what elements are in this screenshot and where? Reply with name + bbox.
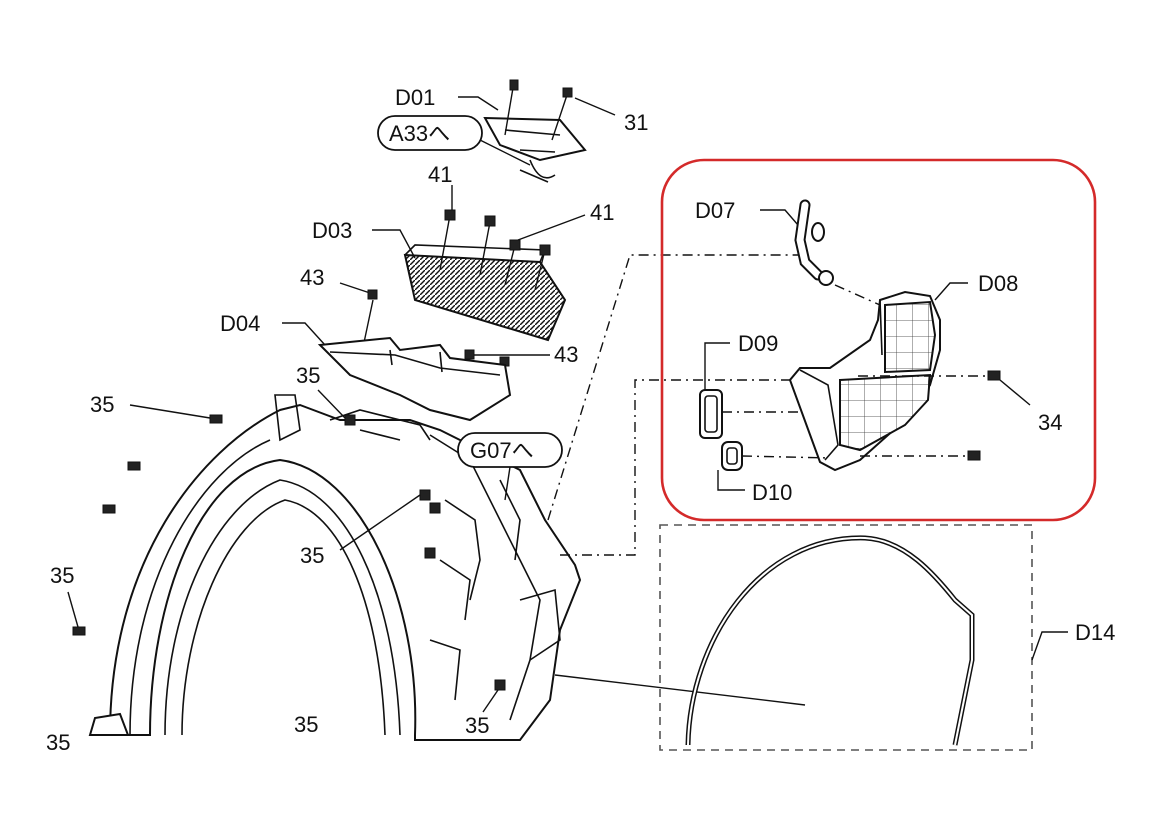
label-35a: 35	[90, 392, 114, 417]
leader-35c	[67, 591, 79, 628]
leader-d03	[372, 229, 416, 259]
leader-d10	[717, 470, 745, 491]
label-d07: D07	[695, 198, 735, 223]
label-31: 31	[624, 110, 648, 135]
part-tub-front	[88, 394, 582, 741]
leader-d01	[458, 96, 499, 111]
bottom-margin	[0, 752, 1151, 829]
leader-34	[999, 379, 1031, 406]
highlight-box	[660, 158, 1097, 522]
part-d04	[317, 336, 512, 422]
label-d10: D10	[752, 480, 792, 505]
label-d03: D03	[312, 218, 352, 243]
label-35f: 35	[465, 713, 489, 738]
part-d14	[659, 524, 1033, 751]
part-d01	[483, 79, 587, 183]
leader-d09	[704, 342, 730, 390]
screws-41	[439, 209, 551, 291]
screws-35	[72, 414, 506, 691]
leader-35b	[317, 389, 346, 419]
alignment-line-d07	[547, 254, 800, 521]
label-43b: 43	[554, 342, 578, 367]
label-d08: D08	[978, 271, 1018, 296]
part-d07	[794, 199, 834, 286]
label-35e: 35	[294, 712, 318, 737]
label-35g: 35	[46, 730, 70, 755]
label-41a: 41	[428, 162, 452, 187]
label-35d: 35	[300, 543, 324, 568]
leader-tub-to-d14	[554, 674, 806, 706]
leader-35f	[482, 689, 499, 713]
screw-43b	[464, 349, 475, 360]
ref-g07: G07へ	[457, 432, 563, 468]
ref-a33: A33へ	[377, 115, 483, 151]
label-d01: D01	[395, 85, 435, 110]
ref-a33-text: A33へ	[389, 121, 450, 146]
leader-43a	[339, 282, 371, 294]
leader-d04	[282, 322, 326, 346]
part-d03	[403, 244, 567, 342]
label-43a: 43	[300, 265, 324, 290]
leader-41b	[517, 214, 586, 241]
alignment-d07-d08	[834, 284, 881, 306]
leader-31	[574, 97, 616, 116]
alignment-d10	[741, 455, 831, 459]
leader-d08	[934, 282, 968, 301]
label-35b: 35	[296, 363, 320, 388]
part-d10	[721, 441, 743, 471]
label-41b: 41	[590, 200, 614, 225]
ref-g07-text: G07へ	[470, 438, 534, 463]
leader-d07	[760, 209, 799, 226]
screw-43a	[367, 289, 378, 300]
label-34: 34	[1038, 410, 1062, 435]
part-d08	[788, 290, 941, 472]
leader-a33	[479, 139, 531, 166]
leader-35a	[129, 404, 211, 419]
label-d04: D04	[220, 311, 260, 336]
leader-g07	[504, 466, 511, 501]
alignment-line-d08	[560, 379, 800, 556]
label-35c: 35	[50, 563, 74, 588]
leader-d14	[1031, 631, 1068, 661]
label-d14: D14	[1075, 620, 1115, 645]
leader-35d	[339, 494, 421, 551]
label-d09: D09	[738, 331, 778, 356]
screws-34	[858, 370, 1001, 461]
part-d09	[699, 389, 723, 439]
